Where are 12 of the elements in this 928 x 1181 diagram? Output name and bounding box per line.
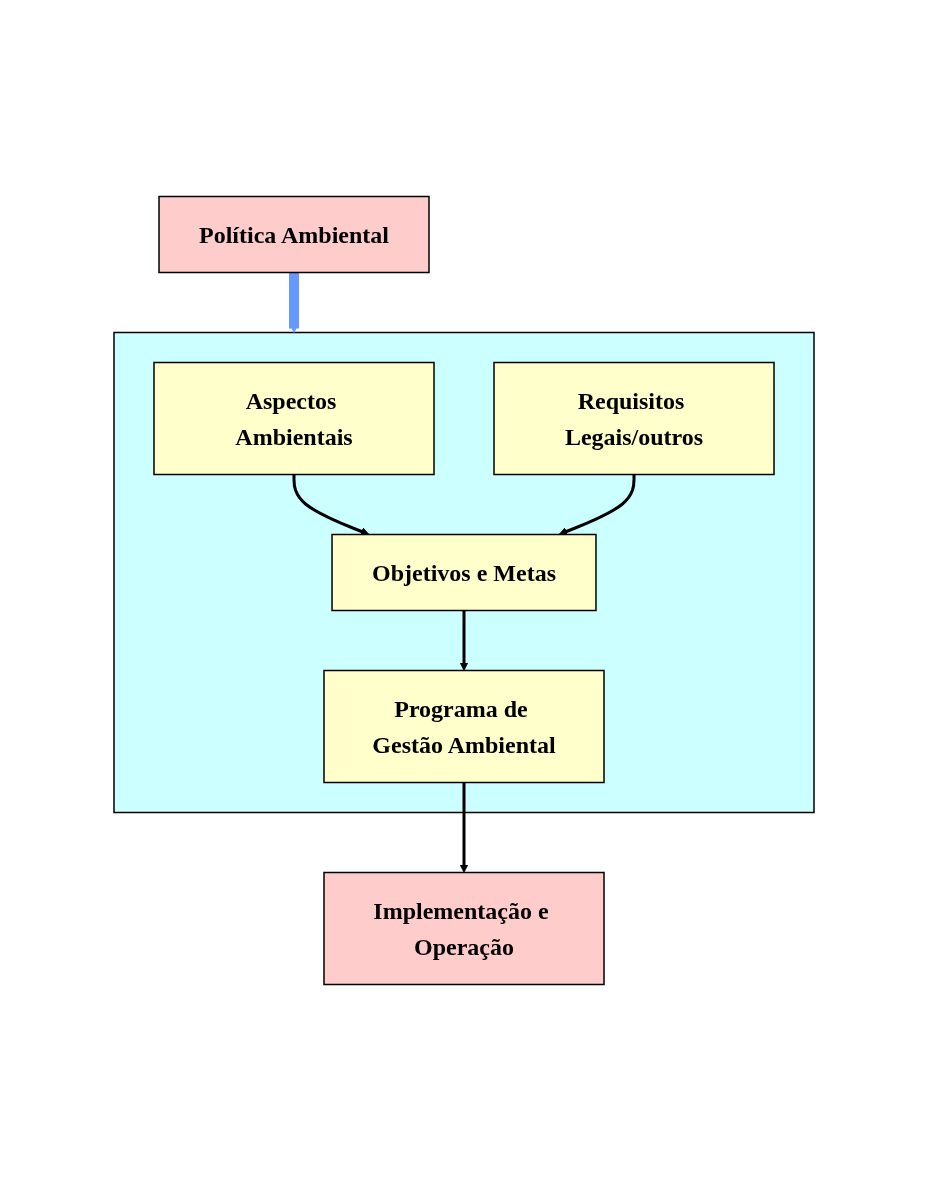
node-box: Aspectos Ambientais <box>153 361 435 476</box>
arrow <box>289 272 299 333</box>
cluster <box>113 331 815 814</box>
arrow <box>292 474 370 536</box>
arrow <box>558 474 636 536</box>
node-box: Política Ambiental <box>158 195 430 274</box>
node-box: Requisitos Legais/outros <box>493 361 775 476</box>
node-box: Objetivos e Metas <box>331 533 597 612</box>
node-box: Programa de Gestão Ambiental <box>323 669 605 784</box>
node-box: Implementação e Operação <box>323 871 605 986</box>
arrow <box>459 782 469 873</box>
arrow <box>459 610 469 671</box>
